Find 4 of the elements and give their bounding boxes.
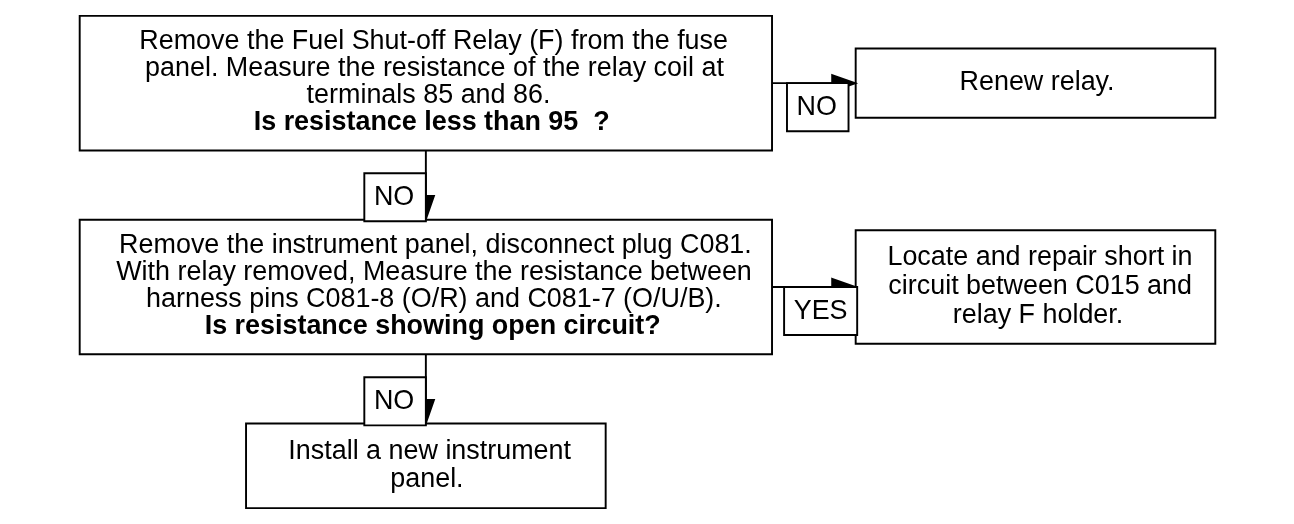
edge-label: NO: [373, 385, 414, 416]
edge-label: NO: [373, 181, 414, 212]
edge-label: YES: [793, 295, 848, 326]
edge-label: NO: [796, 91, 837, 122]
